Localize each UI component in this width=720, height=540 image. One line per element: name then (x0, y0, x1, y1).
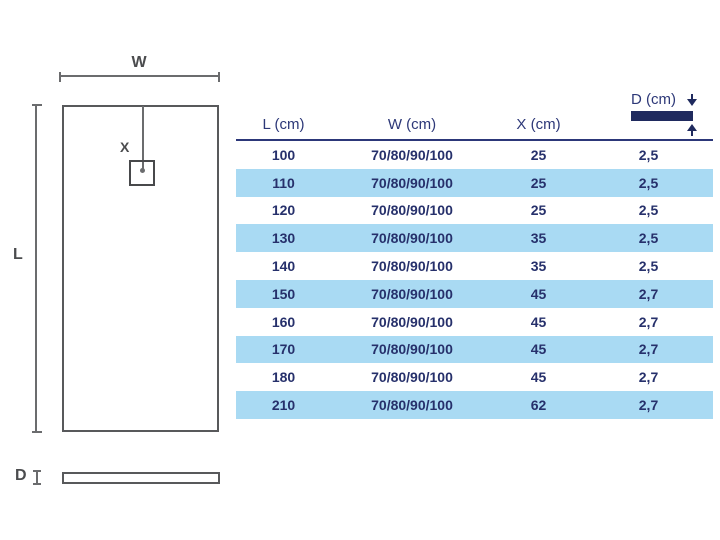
cell-x: 45 (530, 313, 547, 330)
column-header-x: X (cm) (516, 116, 561, 133)
table-row: 170 70/80/90/100 45 2,7 (236, 335, 713, 364)
cell-x: 35 (530, 258, 547, 275)
cell-length: 180 (271, 369, 296, 386)
table-row: 160 70/80/90/100 45 2,7 (236, 308, 713, 336)
depth-label: D (15, 467, 27, 484)
column-header-width: W (cm) (387, 116, 437, 133)
cell-x: 45 (530, 285, 547, 302)
cell-depth: 2,5 (638, 202, 659, 219)
tray-side-view-outline (62, 472, 220, 484)
table-row: 210 70/80/90/100 62 2,7 (236, 391, 713, 419)
width-dimension-line (59, 72, 220, 82)
depth-dimension-marker (33, 470, 41, 485)
table-body: 100 70/80/90/100 25 2,5 110 70/80/90/100… (236, 141, 713, 419)
table-row: 110 70/80/90/100 25 2,5 (236, 168, 713, 197)
tray-dimension-diagram: W L X D (0, 0, 235, 540)
cell-depth: 2,7 (638, 341, 659, 358)
cell-width: 70/80/90/100 (371, 285, 453, 302)
drain-offset-line (142, 106, 144, 170)
table-row: 150 70/80/90/100 45 2,7 (236, 279, 713, 308)
cell-x: 25 (530, 146, 547, 163)
depth-bar-icon (631, 111, 693, 121)
cell-length: 160 (271, 313, 296, 330)
cell-x: 45 (530, 369, 547, 386)
cell-width: 70/80/90/100 (371, 313, 453, 330)
cell-length: 110 (272, 174, 295, 191)
column-header-length: L (cm) (262, 116, 305, 133)
length-label: L (13, 246, 23, 263)
cell-length: 170 (271, 341, 296, 358)
cell-width: 70/80/90/100 (371, 230, 453, 247)
cell-width: 70/80/90/100 (371, 369, 453, 386)
width-label: W (131, 54, 148, 71)
cell-length: 100 (271, 146, 296, 163)
cell-width: 70/80/90/100 (371, 146, 453, 163)
arrow-down-icon (687, 93, 697, 106)
cell-x: 62 (530, 397, 547, 414)
cell-width: 70/80/90/100 (371, 258, 453, 275)
cell-depth: 2,5 (638, 230, 659, 247)
column-header-depth: D (cm) (584, 91, 713, 139)
depth-column-label: D (cm) (631, 91, 676, 108)
length-dimension-line (32, 104, 42, 433)
table-row: 100 70/80/90/100 25 2,5 (236, 141, 713, 169)
drain-center-dot (140, 168, 145, 173)
dimensions-table: L (cm) W (cm) X (cm) D (cm) 100 70/80/90… (236, 88, 713, 419)
table-row: 120 70/80/90/100 25 2,5 (236, 197, 713, 225)
drain-offset-label: X (120, 139, 130, 155)
cell-depth: 2,7 (638, 369, 659, 386)
cell-depth: 2,5 (638, 146, 659, 163)
cell-depth: 2,5 (638, 258, 659, 275)
cell-length: 140 (271, 258, 296, 275)
cell-length: 120 (271, 202, 296, 219)
cell-width: 70/80/90/100 (371, 174, 453, 191)
cell-width: 70/80/90/100 (371, 397, 453, 414)
cell-length: 210 (271, 397, 296, 414)
table-row: 180 70/80/90/100 45 2,7 (236, 363, 713, 391)
cell-x: 35 (530, 230, 547, 247)
tray-top-view-outline (62, 105, 219, 432)
cell-depth: 2,7 (638, 285, 659, 302)
table-header-row: L (cm) W (cm) X (cm) D (cm) (236, 88, 713, 141)
table-row: 130 70/80/90/100 35 2,5 (236, 224, 713, 253)
cell-x: 25 (530, 202, 547, 219)
cell-length: 130 (271, 230, 296, 247)
cell-x: 25 (530, 174, 547, 191)
cell-x: 45 (530, 341, 547, 358)
cell-width: 70/80/90/100 (371, 202, 453, 219)
cell-depth: 2,7 (638, 397, 659, 414)
table-row: 140 70/80/90/100 35 2,5 (236, 252, 713, 280)
drain-square (129, 160, 155, 186)
cell-length: 150 (271, 285, 296, 302)
depth-header-top: D (cm) (631, 91, 697, 108)
cell-depth: 2,7 (638, 313, 659, 330)
arrow-up-icon (687, 124, 697, 136)
cell-depth: 2,5 (638, 174, 659, 191)
cell-width: 70/80/90/100 (371, 341, 453, 358)
depth-header-group: D (cm) (631, 91, 697, 136)
